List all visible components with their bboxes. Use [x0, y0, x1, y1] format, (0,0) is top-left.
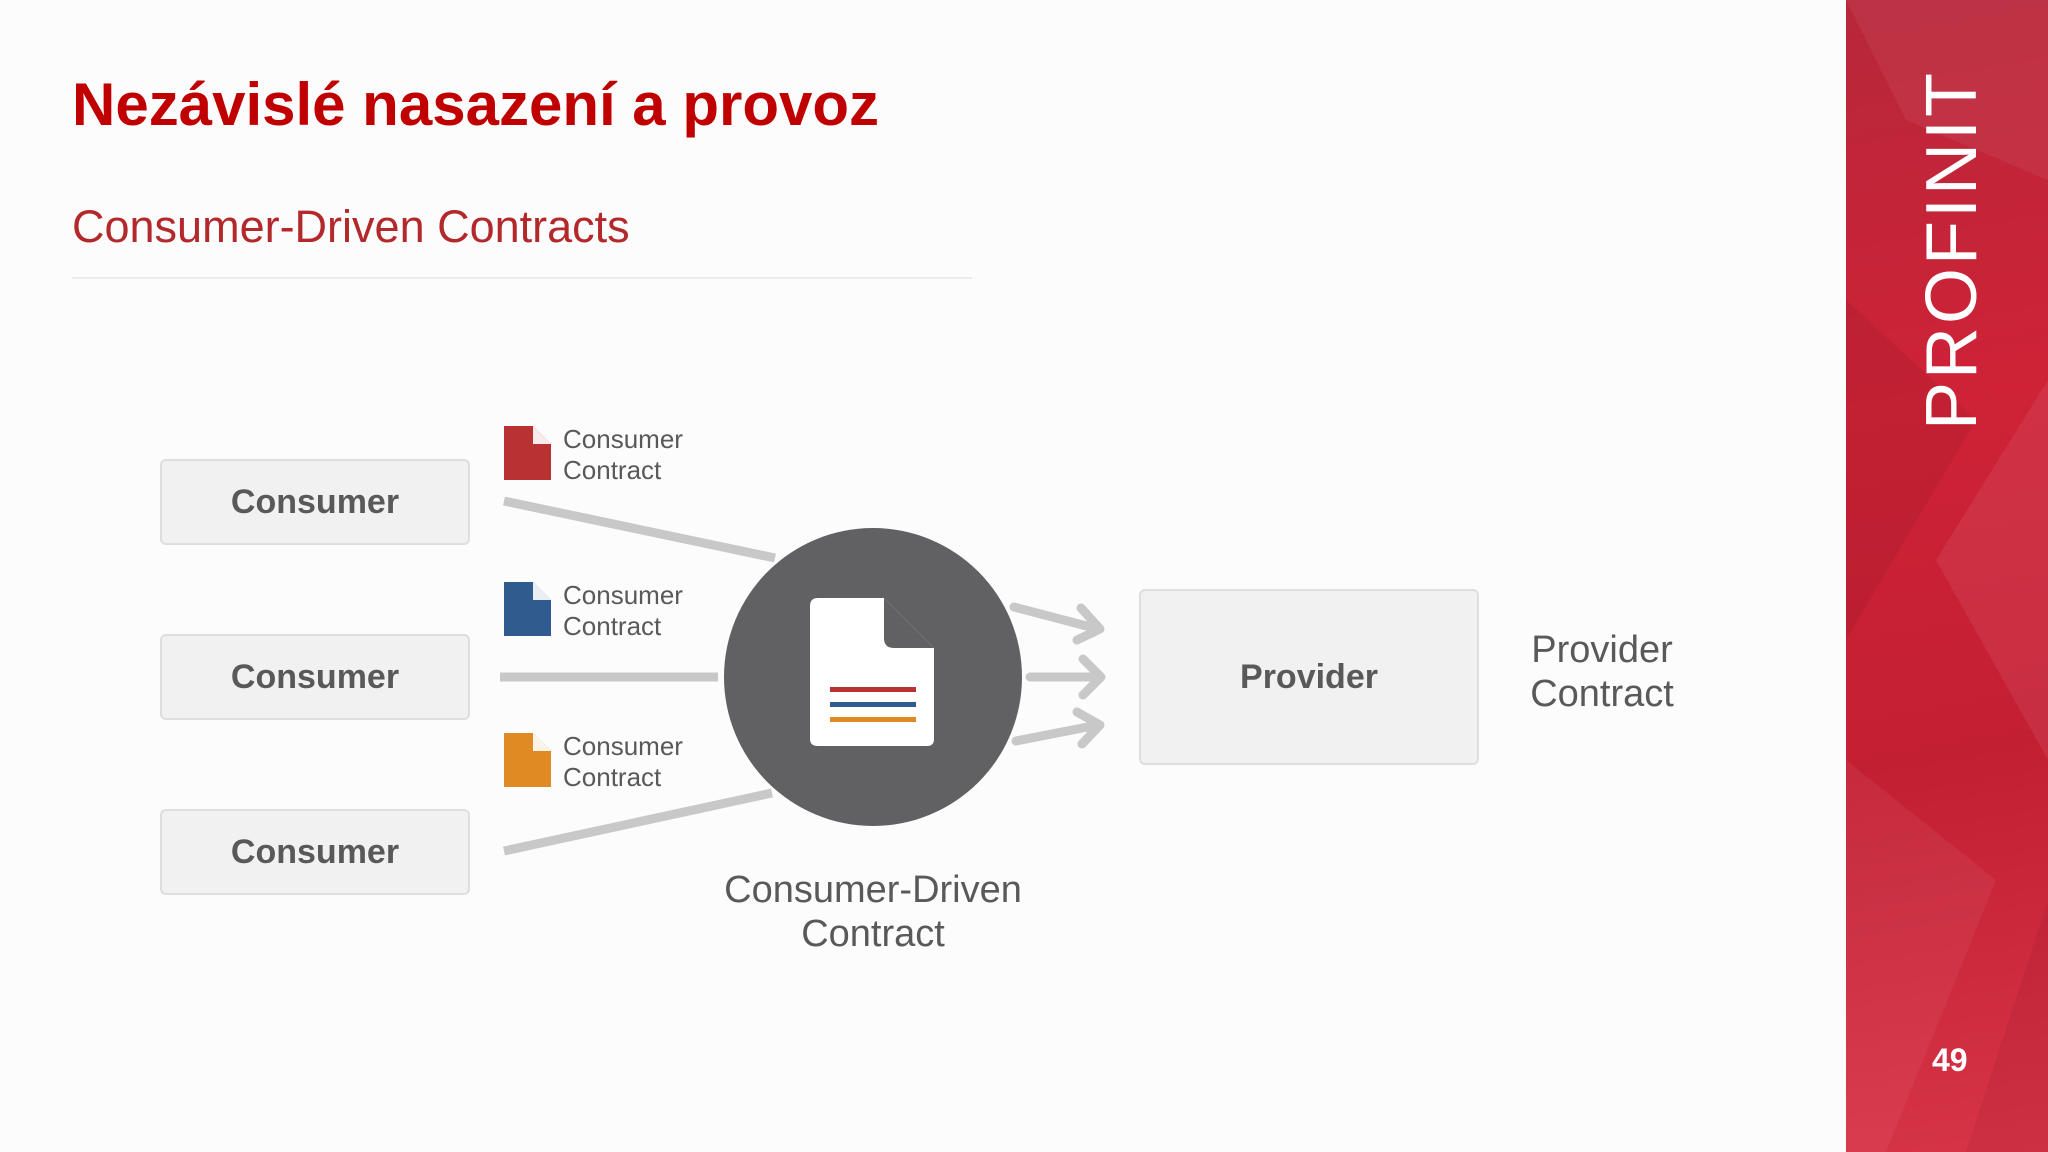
consumer-connectors — [500, 496, 776, 856]
page-number: 49 — [1932, 1042, 1968, 1078]
document-icon — [810, 598, 934, 746]
arrow-2-icon — [1025, 654, 1106, 700]
arrow-3-icon — [1011, 707, 1105, 749]
brand-logo: PROFINIT — [1912, 70, 1992, 430]
slide-subtitle: Consumer-Driven Contracts — [72, 201, 630, 252]
consumer-contract-label: Consumer Contract — [563, 731, 683, 792]
brand-band — [1846, 0, 2048, 1152]
provider-arrows — [1009, 602, 1106, 749]
provider-contract-label: Provider Contract — [1530, 629, 1674, 715]
hub-label: Consumer-Driven Contract — [724, 869, 1022, 955]
consumer-box: Consumer — [160, 634, 470, 720]
band-facets — [1846, 0, 2048, 1152]
consumer-contract-label: Consumer Contract — [563, 580, 683, 641]
connector-line-1 — [503, 496, 776, 563]
contract-diagram — [500, 426, 1106, 856]
consumer-contract-label: Consumer Contract — [563, 424, 683, 485]
title-divider — [72, 277, 972, 279]
consumer-box: Consumer — [160, 459, 470, 545]
contract-file-icon-orange — [504, 733, 551, 787]
arrow-1-icon — [1009, 602, 1105, 645]
provider-box: Provider — [1139, 589, 1479, 765]
contract-file-icon-blue — [504, 582, 551, 636]
consumer-box: Consumer — [160, 809, 470, 895]
slide-title: Nezávislé nasazení a provoz — [72, 71, 880, 138]
contract-file-icon-red — [504, 426, 551, 480]
connector-line-3 — [503, 788, 773, 856]
